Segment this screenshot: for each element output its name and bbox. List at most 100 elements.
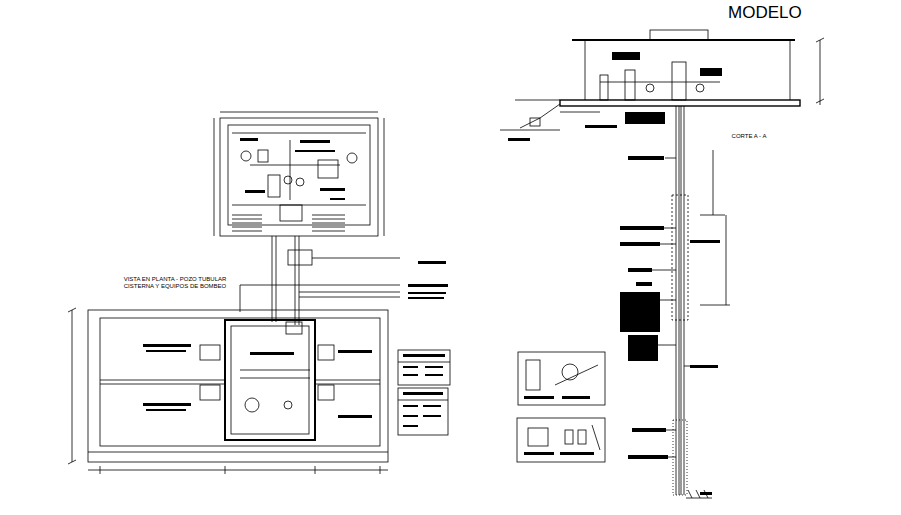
cad-line (240, 378, 310, 379)
cad-line (232, 215, 345, 231)
cad-line (312, 223, 345, 224)
cad-line (565, 430, 573, 444)
section-title: CORTE A - A (728, 133, 770, 140)
cad-line (232, 223, 262, 224)
cad-line (696, 84, 704, 92)
cad-line (88, 470, 388, 471)
cad-line (660, 244, 676, 245)
cad-line (72, 310, 73, 462)
cad-line (665, 158, 676, 159)
cad-line (315, 380, 380, 381)
cad-line (338, 415, 372, 418)
view-title: VISTA EN PLANTA - POZO TUBULAR CISTERNA … (118, 276, 232, 290)
cad-line (318, 160, 338, 178)
cad-line (790, 40, 791, 100)
cad-line (143, 403, 191, 406)
cad-line (700, 215, 725, 216)
cad-line (628, 335, 658, 361)
cad-line (560, 100, 800, 106)
cad-line (585, 125, 617, 128)
cad-line (672, 195, 688, 320)
cad-line (258, 150, 268, 162)
cad-line (403, 415, 418, 417)
cad-line (646, 84, 654, 92)
cad-line (296, 178, 304, 186)
cad-line (68, 460, 76, 464)
cad-line (403, 374, 418, 376)
cad-line (398, 362, 450, 363)
section-building (500, 30, 824, 130)
cad-line (220, 112, 378, 113)
cad-line (318, 385, 334, 400)
cad-line (423, 415, 441, 417)
cad-line (676, 106, 677, 495)
cad-line (100, 318, 380, 446)
cad-line (280, 205, 302, 221)
cad-line (88, 310, 388, 462)
cad-line (664, 228, 676, 229)
cad-line (232, 219, 262, 220)
cad-line (628, 455, 668, 459)
cad-line (347, 153, 357, 163)
cad-line (228, 125, 370, 225)
cad-line (403, 405, 418, 407)
cad-line (286, 322, 302, 334)
cad-line (679, 106, 680, 495)
cad-line (636, 282, 652, 286)
cad-line (250, 352, 294, 355)
pump-house-plan (214, 112, 384, 236)
cad-line (241, 151, 251, 161)
cad-line (418, 261, 446, 264)
cad-line (240, 285, 241, 312)
cad-line (225, 466, 226, 474)
cad-line (250, 165, 340, 166)
cad-line (652, 270, 676, 271)
cad-line (690, 365, 718, 368)
cad-line (515, 100, 560, 101)
sheet-title: MODELO (726, 3, 804, 23)
cad-line (700, 68, 722, 76)
cad-line (232, 215, 262, 216)
cad-line (524, 396, 554, 399)
cad-line (240, 370, 310, 371)
cad-line (100, 380, 225, 381)
cad-line (284, 401, 292, 409)
cad-line (295, 150, 335, 152)
cad-line (632, 428, 666, 432)
cad-line (650, 30, 708, 40)
cad-line (526, 360, 540, 390)
cad-line (700, 305, 730, 306)
cad-line (146, 350, 186, 352)
cad-line (232, 231, 262, 232)
detail-notes (524, 396, 594, 455)
cad-line (299, 297, 400, 298)
cad-line (232, 133, 366, 134)
cad-line (200, 345, 220, 360)
cad-line (398, 388, 448, 435)
cad-line (312, 215, 345, 216)
cad-line (276, 236, 277, 322)
cad-line (284, 176, 292, 184)
cad-line (299, 236, 300, 325)
cad-line (620, 242, 660, 246)
cad-line (403, 392, 443, 395)
cad-line (240, 138, 258, 141)
cad-line (146, 409, 186, 411)
cad-line (318, 345, 334, 360)
cad-line (625, 112, 665, 124)
cad-line (220, 118, 378, 236)
cad-line (600, 75, 608, 100)
cad-line (300, 140, 330, 143)
cad-line (578, 430, 586, 444)
legend-table-text (403, 354, 445, 427)
cistern-plan (68, 308, 388, 474)
section-notes (508, 52, 722, 495)
cad-line (288, 250, 312, 265)
cad-line (225, 320, 315, 440)
cad-line (500, 130, 560, 131)
cad-line (625, 70, 635, 100)
cad-line (713, 150, 714, 215)
cad-line (88, 452, 388, 453)
cad-line (666, 430, 676, 431)
cad-line (408, 284, 448, 287)
